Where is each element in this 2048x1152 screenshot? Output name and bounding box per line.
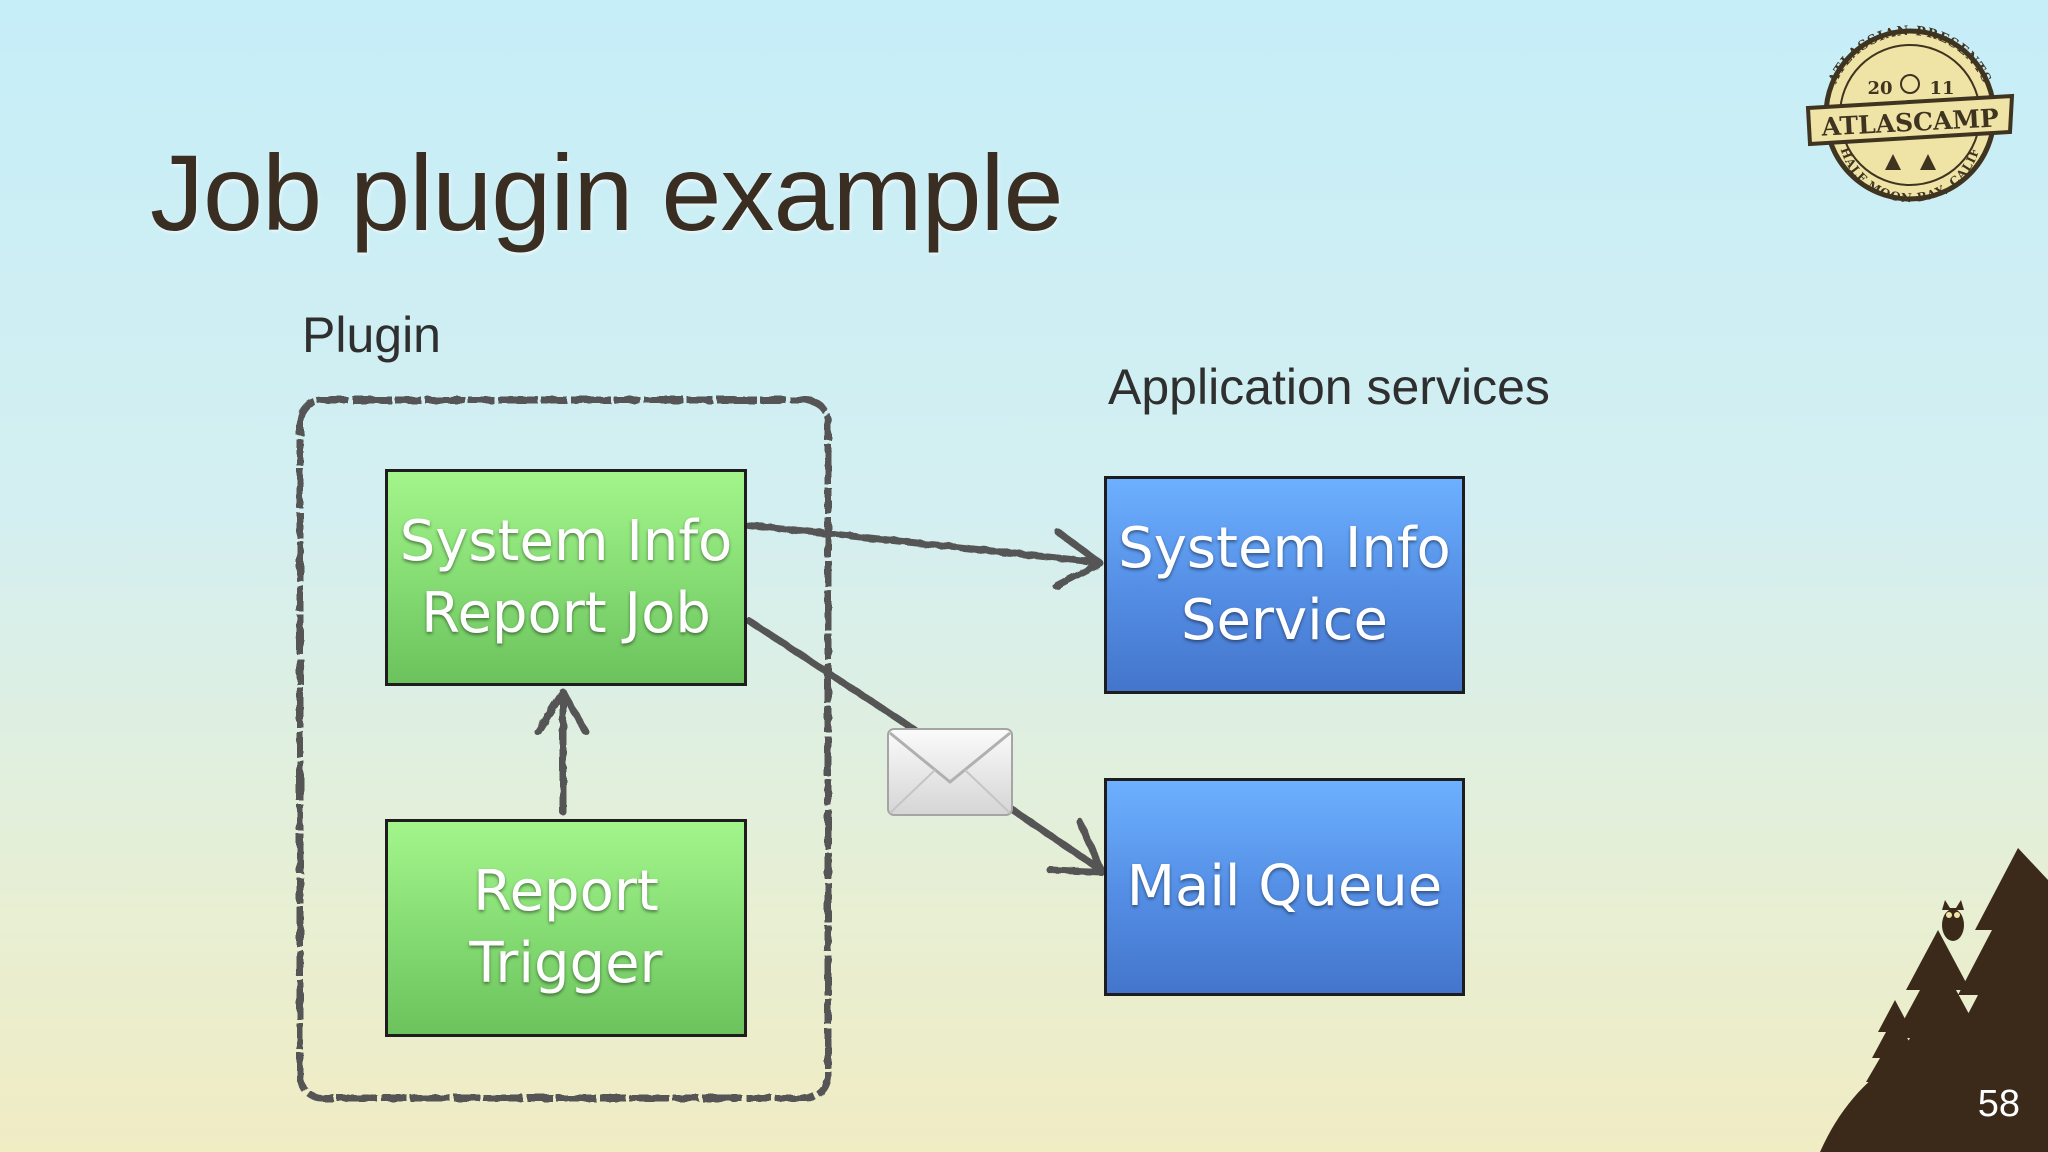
plugin-label: Plugin: [302, 307, 441, 363]
node-system-info-service: System Info Service: [1104, 476, 1465, 694]
arrow-trigger-to-job-head: [534, 688, 590, 736]
node-system-info-report-job-label: System Info Report Job: [399, 508, 733, 646]
node-system-info-service-label: System Info Service: [1118, 516, 1451, 653]
arrow-job-to-service-head: [1052, 528, 1104, 590]
arrow-job-to-mail-segment: [744, 616, 919, 734]
application-services-label: Application services: [1108, 359, 1550, 415]
arrow-job-to-mail: [1006, 804, 1102, 872]
node-mail-queue-label: Mail Queue: [1126, 854, 1443, 919]
arrow-job-to-mail-head: [1046, 818, 1106, 876]
slide-number: 58: [1977, 1083, 2020, 1125]
node-mail-queue: Mail Queue: [1104, 778, 1465, 996]
node-system-info-report-job: System Info Report Job: [385, 469, 747, 686]
arrow-job-to-service: [744, 521, 1099, 566]
node-report-trigger-label: Report Trigger: [469, 859, 663, 996]
plugin-boundary: [296, 396, 832, 1102]
envelope-icon: [887, 728, 1013, 816]
slide-title: Job plugin example: [150, 132, 1064, 253]
node-report-trigger: Report Trigger: [385, 819, 747, 1037]
